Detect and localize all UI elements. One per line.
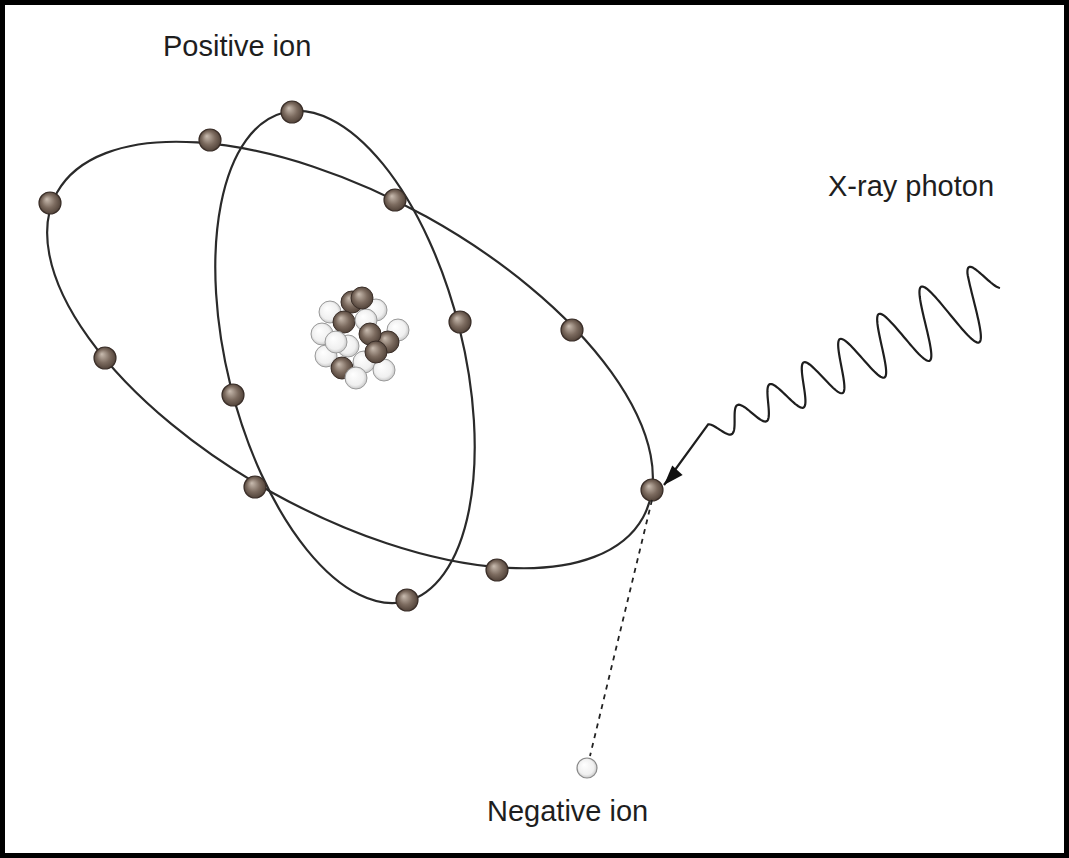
- electron: [281, 101, 303, 123]
- x-ray-photon-wave: [664, 267, 1000, 485]
- electron: [561, 319, 583, 341]
- electron: [449, 311, 471, 333]
- electron: [641, 479, 663, 501]
- electrons: [39, 101, 663, 611]
- electron-orbit: [170, 84, 521, 630]
- neutron: [325, 331, 347, 353]
- photon-wave: [664, 267, 1000, 485]
- electron: [244, 476, 266, 498]
- electron: [39, 192, 61, 214]
- atom-illustration: [5, 5, 1064, 853]
- electron: [396, 589, 418, 611]
- electron: [486, 559, 508, 581]
- electron: [384, 189, 406, 211]
- electron: [222, 384, 244, 406]
- electron: [94, 347, 116, 369]
- electron-orbit: [5, 54, 720, 655]
- proton: [351, 287, 373, 309]
- ejected-electron: [577, 758, 597, 778]
- electron: [199, 129, 221, 151]
- proton: [333, 311, 355, 333]
- nucleus: [311, 287, 409, 389]
- label-text: Positive ion: [163, 30, 311, 63]
- arrowhead: [664, 465, 683, 485]
- proton: [365, 341, 387, 363]
- label-text: Negative ion: [487, 795, 648, 828]
- neutron: [345, 367, 367, 389]
- label-text: X-ray photon: [828, 170, 994, 203]
- ejection-path: [590, 500, 652, 756]
